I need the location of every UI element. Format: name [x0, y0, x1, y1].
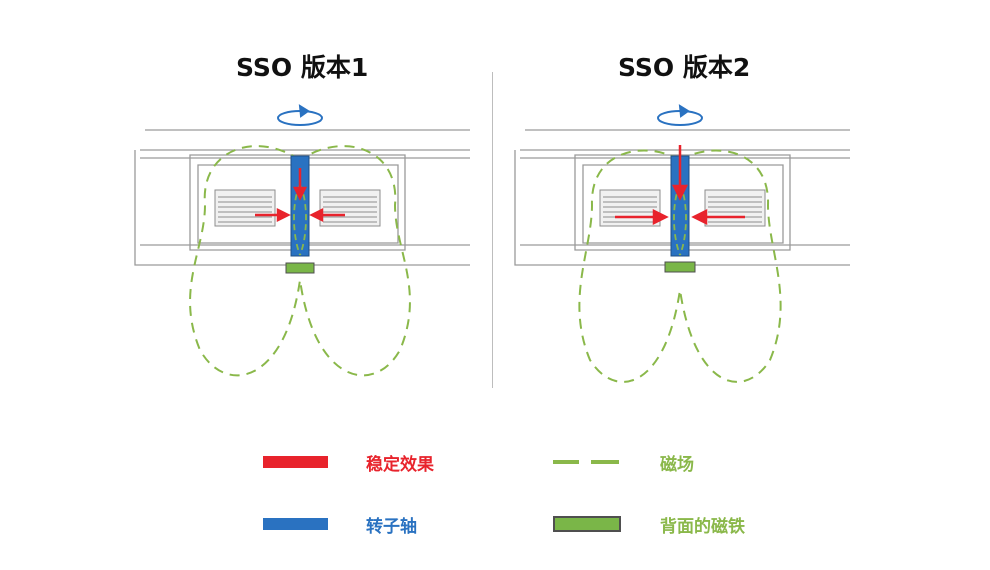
legend-swatch-stabilizing [263, 456, 328, 468]
field-lines [578, 149, 782, 383]
legend-label-magnet: 背面的磁铁 [660, 517, 745, 537]
legend-swatch-field [553, 460, 619, 464]
title-sso-v2: SSO 版本2 [618, 53, 751, 82]
legend-label-stabilizing: 稳定效果 [366, 455, 434, 475]
field-lines [189, 145, 411, 377]
left-coil [599, 189, 661, 227]
diagram-sso-v2 [514, 104, 850, 383]
stabilizing-arrows [615, 145, 745, 226]
back-magnet [664, 261, 696, 273]
diagram-sso-v1 [134, 104, 470, 377]
title-sso-v1: SSO 版本1 [236, 53, 369, 82]
legend-swatch-rotor [263, 518, 328, 530]
left-coil [214, 189, 276, 227]
legend-swatch-magnet [553, 516, 621, 532]
rotation-icon [277, 104, 323, 126]
legend-label-field: 磁场 [660, 455, 694, 475]
right-coil [319, 189, 381, 227]
rotor-shaft [290, 155, 310, 257]
center-divider [492, 72, 493, 388]
stabilizing-arrows [255, 168, 345, 223]
back-magnet [285, 262, 315, 274]
right-coil [704, 189, 766, 227]
rotation-icon [657, 104, 703, 126]
legend-label-rotor: 转子轴 [366, 517, 417, 537]
